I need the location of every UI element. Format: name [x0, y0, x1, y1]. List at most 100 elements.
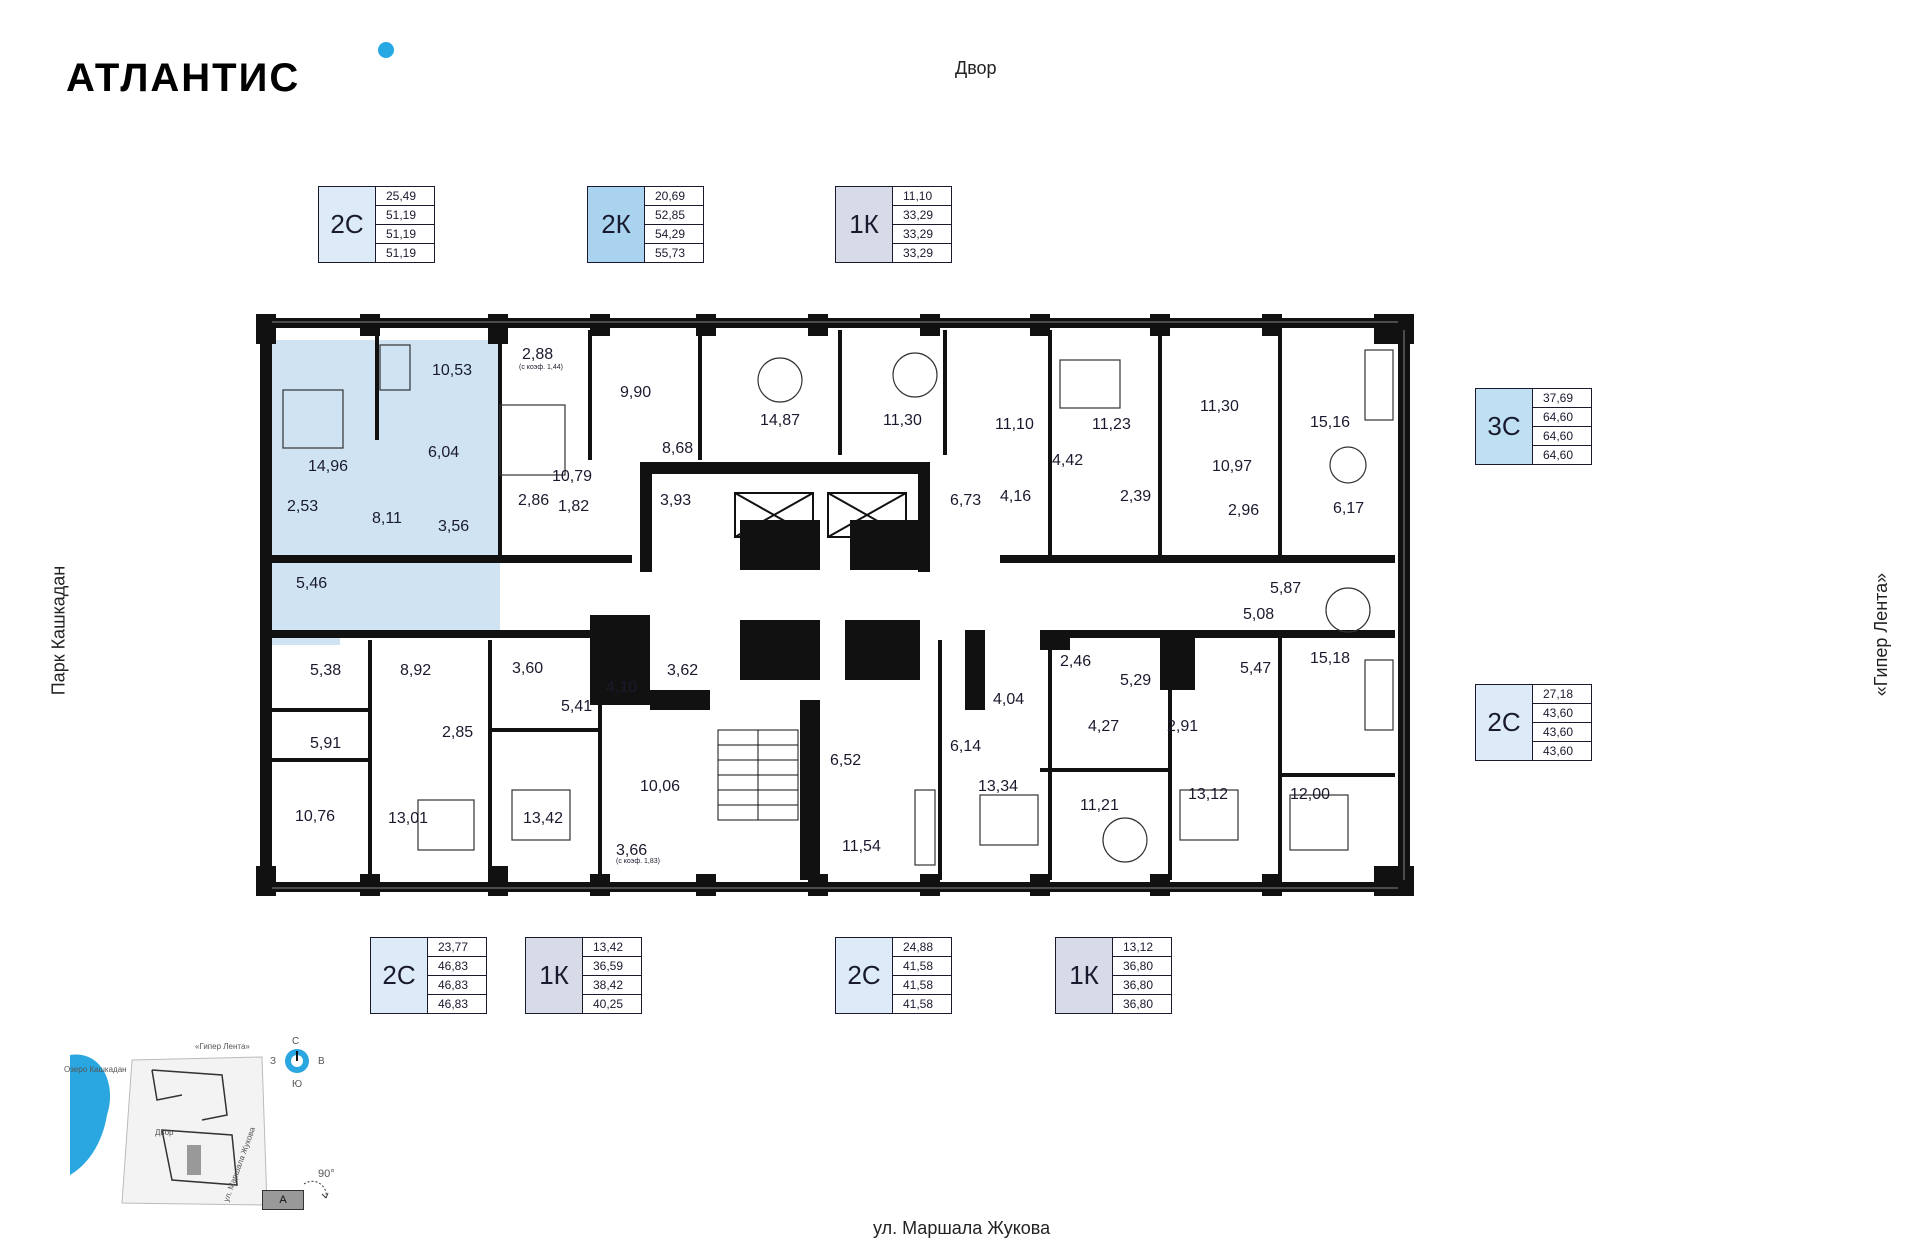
unit-area-value: 33,29	[893, 206, 951, 225]
room-area: 2,53	[287, 498, 319, 515]
room-area: 5,46	[296, 575, 328, 592]
room-area: 11,21	[1080, 797, 1119, 814]
room-area: 2,96	[1228, 502, 1260, 519]
unit-area-value: 27,18	[1533, 685, 1591, 704]
unit-area-value: 38,42	[583, 976, 641, 995]
room-area: 11,23	[1092, 416, 1131, 433]
room-area: 9,90	[620, 384, 652, 401]
room-area: 13,42	[523, 810, 564, 827]
outer-walls	[256, 314, 1414, 896]
unit-area-value: 46,83	[428, 976, 486, 995]
unit-area-value: 36,80	[1113, 957, 1171, 976]
room-area: 3,60	[512, 660, 544, 677]
unit-area-value: 41,58	[893, 976, 951, 995]
unit-code: 2С	[836, 938, 892, 1013]
room-area: 1,82	[558, 498, 590, 515]
room-area: 14,87	[760, 412, 801, 429]
room-area: 13,34	[978, 778, 1019, 795]
room-area: 11,10	[995, 416, 1034, 433]
unit-area-value: 40,25	[593, 997, 624, 1011]
unit-area-value: 51,19	[376, 206, 434, 225]
room-area: 6,52	[830, 752, 862, 769]
unit-area-value: 64,60	[1533, 427, 1591, 446]
minimap-yard: Двор	[155, 1128, 174, 1137]
unit-area-value: 55,73	[655, 246, 686, 260]
compass-e: В	[318, 1056, 325, 1067]
room-area: 3,62	[667, 662, 699, 679]
unit-area-value: 33,29	[893, 225, 951, 244]
unit-area-value: 43,60	[1543, 744, 1574, 758]
section-badge: А	[262, 1190, 304, 1210]
unit-area-value: 36,80	[1123, 997, 1154, 1011]
unit-area-value: 23,77	[428, 938, 486, 957]
unit-area-value: 51,19	[386, 246, 417, 260]
room-area: 15,16	[1310, 414, 1351, 431]
unit-code: 3С	[1476, 389, 1532, 464]
unit-area-value: 24,88	[893, 938, 951, 957]
room-area: 13,01	[388, 810, 429, 827]
minimap-lake: Озеро Кашкадан	[64, 1065, 127, 1074]
room-area: 6,73	[950, 492, 982, 509]
room-area: 5,41	[561, 698, 593, 715]
unit-area-value: 52,85	[645, 206, 703, 225]
room-area: 5,47	[1240, 660, 1272, 677]
room-area: 10,76	[295, 808, 336, 825]
unit-code: 2К	[588, 187, 644, 262]
minimap-top-road: «Гипер Лента»	[195, 1042, 250, 1051]
stairs	[717, 729, 799, 821]
unit-code: 1К	[1056, 938, 1112, 1013]
elevators	[734, 492, 907, 673]
compass-n: С	[292, 1036, 300, 1047]
room-note: (с коэф. 1,83)	[616, 858, 660, 865]
direction-north: Двор	[955, 58, 997, 78]
room-area: 4,16	[1000, 488, 1032, 505]
room-area: 12,00	[1290, 786, 1331, 803]
unit-area-value: 25,49	[376, 187, 434, 206]
room-area: 3,66	[616, 842, 648, 859]
room-area: 5,29	[1120, 672, 1152, 689]
room-area: 6,04	[428, 444, 460, 461]
furniture	[282, 344, 1394, 866]
room-area: 10,06	[640, 778, 681, 795]
room-area: 13,12	[1188, 786, 1229, 803]
windows	[272, 321, 1405, 889]
unit-area-value: 20,69	[645, 187, 703, 206]
unit-area-value: 41,58	[903, 997, 934, 1011]
unit-area-value: 11,10	[893, 187, 951, 206]
lake-shape	[70, 1054, 111, 1175]
unit-area-value: 13,42	[583, 938, 641, 957]
room-area: 5,38	[310, 662, 342, 679]
unit-area-value: 43,60	[1533, 704, 1591, 723]
room-area: 4,04	[993, 691, 1025, 708]
room-area: 2,39	[1120, 488, 1152, 505]
unit-code: 1К	[836, 187, 892, 262]
room-area: 11,30	[1200, 398, 1239, 415]
room-area: 14,96	[308, 458, 349, 475]
room-area: 5,87	[1270, 580, 1302, 597]
unit-area-value: 46,83	[428, 957, 486, 976]
room-area: 11,30	[883, 412, 922, 429]
room-area: 8,68	[662, 440, 694, 457]
room-area: 5,91	[310, 735, 342, 752]
unit-code: 2С	[1476, 685, 1532, 760]
room-area: 8,92	[400, 662, 432, 679]
room-area: 4,10	[606, 679, 638, 696]
room-area: 5,08	[1243, 606, 1275, 623]
room-area: 6,17	[1333, 500, 1365, 517]
highlighted-unit	[270, 340, 500, 645]
room-area: 4,27	[1088, 718, 1120, 735]
room-note: (с коэф. 1,44)	[519, 364, 563, 371]
unit-area-value: 36,59	[583, 957, 641, 976]
room-area: 2,86	[518, 492, 550, 509]
unit-code: 1К	[526, 938, 582, 1013]
room-area: 2,46	[1060, 653, 1092, 670]
unit-code: 2С	[371, 938, 427, 1013]
